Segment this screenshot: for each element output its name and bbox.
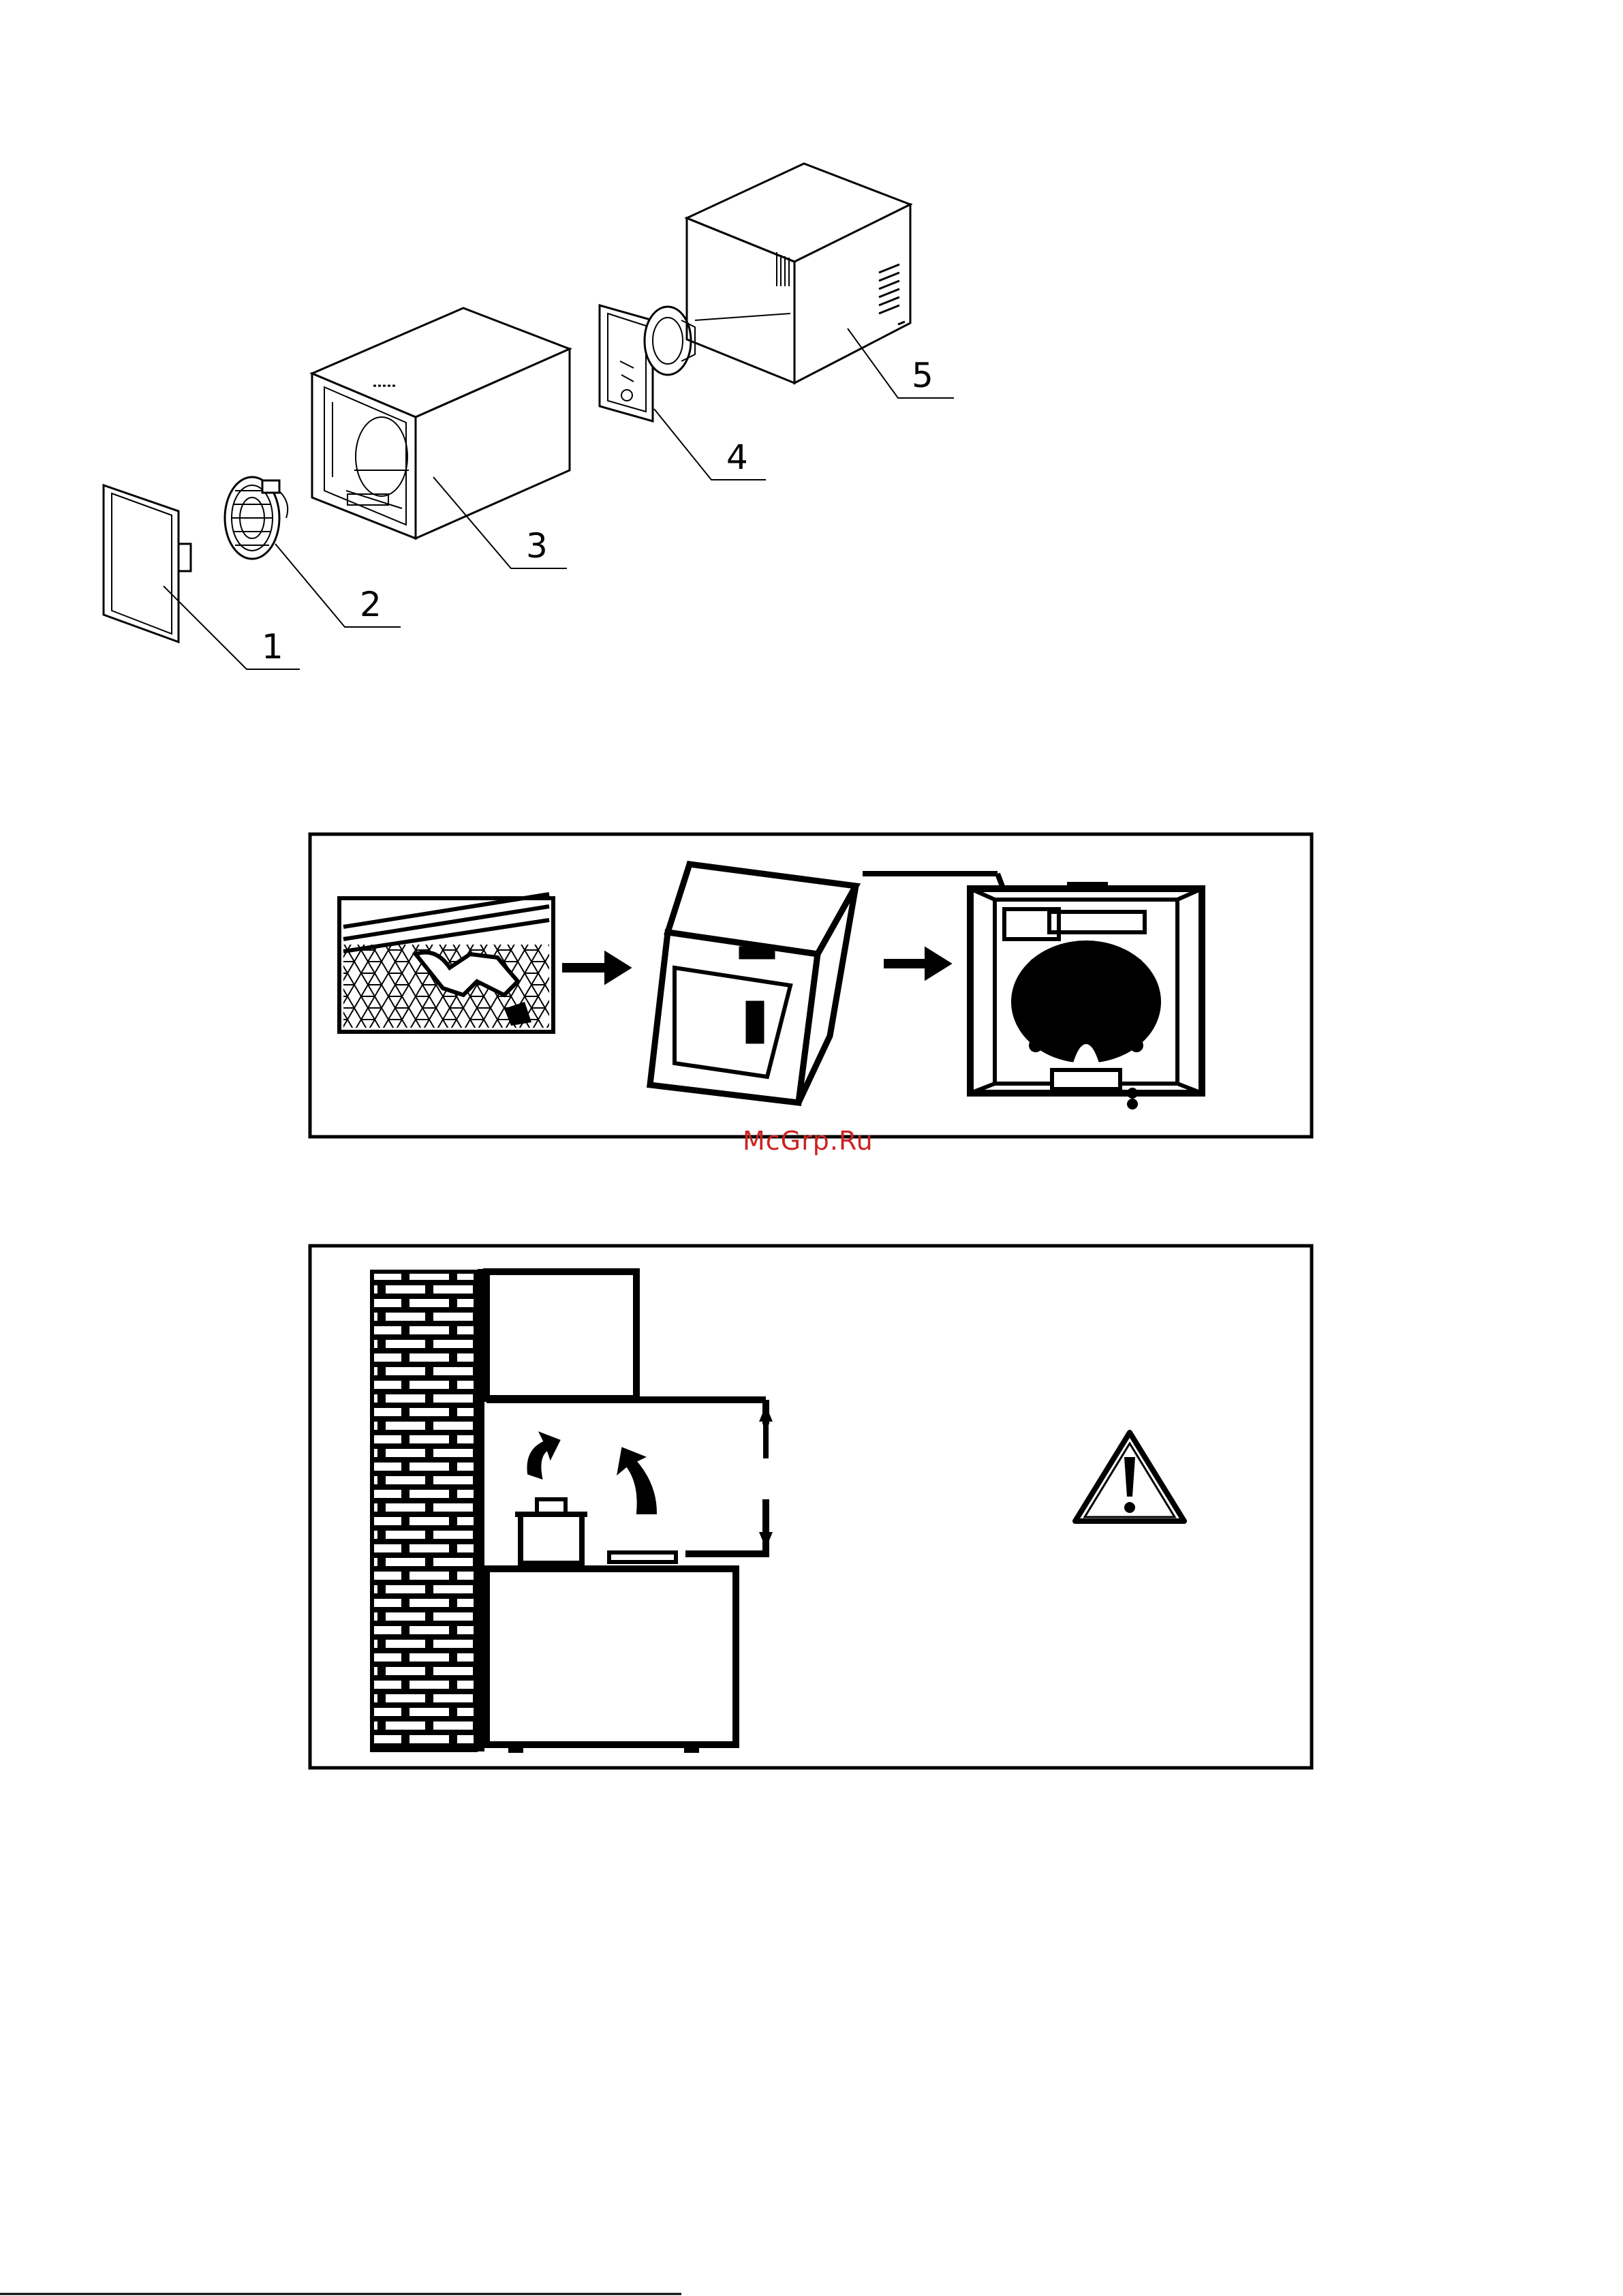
cabinet-foot: [684, 1743, 699, 1753]
steam-arrow-icon: [529, 1434, 559, 1478]
upper-cabinet: [486, 1272, 636, 1398]
callout-number-2: 2: [360, 585, 382, 624]
watermark-text: McGrp.Ru: [743, 1126, 874, 1156]
steam-arrow-icon: [619, 1449, 655, 1513]
warning-triangle-icon: [1075, 1433, 1184, 1521]
height-dimension-arrow: [759, 1405, 773, 1548]
hood-body-icon: [312, 308, 570, 538]
cooking-pot-icon: [515, 1499, 587, 1563]
exploded-view: 1 2 3 4 5: [104, 164, 954, 669]
hood-tilted-icon: [650, 864, 856, 1103]
callout-number-3: 3: [526, 526, 548, 566]
brick-wall-icon: [372, 1269, 481, 1751]
installation-panel: [310, 1246, 1312, 1768]
hood-front-view-icon: [863, 874, 1202, 1109]
motor-plate-icon: [600, 305, 695, 421]
hand-filter-icon: [339, 894, 553, 1032]
callout-number-4: 4: [726, 438, 748, 477]
filter-panel-icon: [104, 485, 191, 642]
callout-number-5: 5: [912, 356, 933, 395]
lower-cabinet: [486, 1569, 736, 1745]
filter-removal-panel: [310, 834, 1312, 1137]
hob-burner: [609, 1552, 676, 1562]
arrow-right-icon: [564, 954, 628, 981]
cabinet-foot: [508, 1743, 523, 1753]
arrow-right-icon: [886, 950, 948, 977]
callout-number-1: 1: [262, 627, 283, 667]
chimney-cover-icon: [687, 164, 910, 383]
